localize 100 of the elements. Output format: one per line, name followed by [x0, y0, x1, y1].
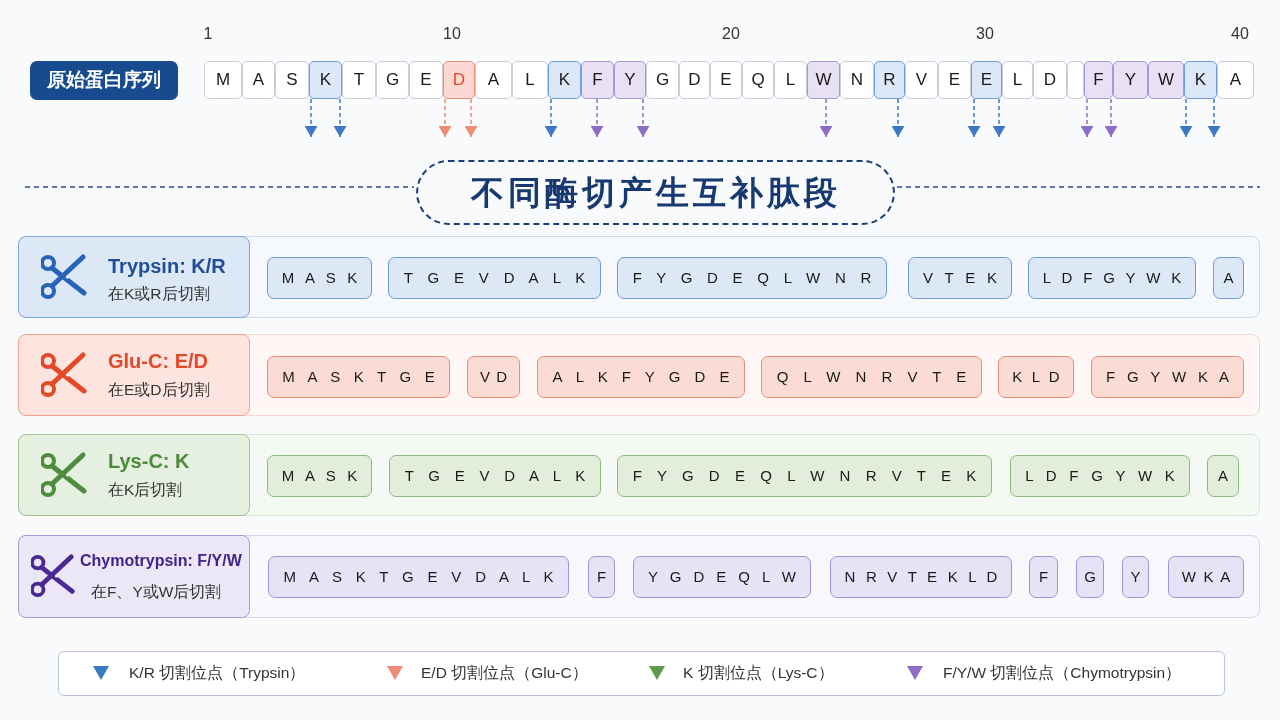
cleavage-site-arrow	[438, 98, 452, 138]
residue-cell	[774, 61, 807, 99]
cleavage-site-arrow	[304, 98, 318, 138]
residue-cell	[512, 61, 548, 99]
cleavage-rule: 在E或D后切割	[108, 381, 210, 400]
peptide-sequence: A	[1217, 467, 1229, 485]
peptide-fragment	[1091, 356, 1244, 398]
peptide-sequence: T G E V D A L K	[403, 467, 591, 485]
position-number: 1	[203, 24, 213, 44]
position-number: 10	[443, 24, 461, 44]
cleavage-site-arrow	[1179, 98, 1193, 138]
peptide-sequence: V T E K	[921, 269, 1001, 287]
residue-cell	[710, 61, 742, 99]
residue-letter: N	[850, 69, 864, 91]
residue-letter: Y	[624, 69, 636, 91]
peptide-fragment	[268, 556, 569, 598]
sequence-label-tag	[30, 61, 178, 100]
legend-text: E/D 切割位点（Glu-C）	[421, 664, 588, 683]
residue-letter: K	[1194, 69, 1207, 91]
residue-cell	[742, 61, 774, 99]
residue-letter: L	[785, 69, 796, 91]
peptide-sequence: L D F G Y W K	[1041, 269, 1185, 287]
peptide-fragment	[1029, 556, 1058, 598]
highlighted-residue-cell	[1148, 61, 1184, 99]
residue-cell	[475, 61, 512, 99]
cleavage-rule: 在K或R后切割	[108, 285, 210, 304]
enzyme-name: Lys-C: K	[108, 449, 190, 473]
residue-letter: G	[385, 69, 400, 91]
enzyme-row-panel	[18, 434, 1260, 516]
highlighted-residue-cell	[581, 61, 614, 99]
peptide-fragment	[761, 356, 982, 398]
peptide-sequence: M A S K T G E V D A L K	[282, 568, 559, 586]
cleavage-site-arrow	[1104, 98, 1118, 138]
residue-cell	[905, 61, 938, 99]
enzyme-card	[18, 334, 250, 416]
peptide-sequence: F	[1037, 568, 1050, 586]
cleavage-site-arrow	[1207, 98, 1221, 138]
peptide-fragment	[389, 455, 601, 497]
cleavage-rule: 在K后切割	[108, 481, 183, 500]
residue-letter: A	[487, 69, 500, 91]
legend-text: F/Y/W 切割位点（Chymotrypsin）	[943, 664, 1182, 683]
peptide-sequence: N R V T E K L D	[843, 568, 1001, 586]
peptide-fragment	[537, 356, 745, 398]
peptide-sequence: W K A	[1180, 568, 1232, 586]
peptide-fragment	[467, 356, 520, 398]
peptide-fragment	[617, 257, 887, 299]
title-text: 不同酶切产生互补肽段	[470, 172, 841, 213]
peptide-sequence: Q L W N R V T E	[775, 368, 972, 386]
peptide-fragment	[1028, 257, 1196, 299]
residue-letter: D	[1043, 69, 1057, 91]
residue-cell	[840, 61, 874, 99]
residue-letter: M	[215, 69, 231, 91]
peptide-fragment	[830, 556, 1012, 598]
highlighted-residue-cell	[1084, 61, 1113, 99]
residue-letter: E	[420, 69, 432, 91]
cleavage-site-arrow	[636, 98, 650, 138]
peptide-sequence: A L K F Y G D E	[551, 368, 735, 386]
cleavage-site-arrow	[992, 98, 1006, 138]
enzyme-card	[18, 535, 250, 618]
enzyme-card	[18, 236, 250, 318]
peptide-fragment	[617, 455, 992, 497]
position-number: 30	[976, 24, 994, 44]
residue-letter: T	[353, 69, 365, 91]
peptide-fragment	[908, 257, 1012, 299]
cleavage-site-arrow	[544, 98, 558, 138]
legend-text: K 切割位点（Lys-C）	[683, 664, 834, 683]
residue-letter: E	[948, 69, 961, 91]
peptide-sequence: M A S K	[280, 269, 361, 287]
enzyme-name: Chymotrypsin: F/Y/W	[80, 551, 242, 571]
residue-letter: Y	[1124, 69, 1137, 91]
peptide-fragment	[1076, 556, 1104, 598]
cleavage-rule: 在F、Y或W后切割	[91, 583, 222, 602]
residue-cell	[938, 61, 971, 99]
peptide-sequence: F Y G D E Q L W N R V T E K	[631, 467, 982, 485]
highlighted-residue-cell	[443, 61, 475, 99]
residue-letter: F	[1093, 69, 1104, 91]
cleavage-site-arrow	[819, 98, 833, 138]
residue-letter: G	[655, 69, 670, 91]
enzyme-row-panel	[18, 236, 1260, 318]
peptide-sequence: L D F G Y W K	[1024, 467, 1180, 485]
peptide-fragment	[588, 556, 615, 598]
residue-cell	[342, 61, 376, 99]
highlighted-residue-cell	[971, 61, 1002, 99]
peptide-fragment	[998, 356, 1074, 398]
residue-letter: E	[720, 69, 732, 91]
residue-cell	[242, 61, 275, 99]
residue-letter: W	[1157, 69, 1174, 91]
peptide-sequence: M A S K T G E	[281, 368, 440, 386]
peptide-fragment	[1168, 556, 1244, 598]
peptide-sequence: F Y G D E Q L W N R	[631, 269, 877, 287]
highlighted-residue-cell	[874, 61, 905, 99]
residue-cell	[679, 61, 710, 99]
residue-cell	[376, 61, 409, 99]
enzyme-row-panel	[18, 334, 1260, 416]
position-number: 20	[722, 24, 740, 44]
cleavage-site-arrow	[590, 98, 604, 138]
residue-letter: A	[1229, 69, 1242, 91]
residue-letter: Q	[751, 69, 765, 91]
residue-letter: K	[558, 69, 571, 91]
peptide-fragment	[267, 257, 372, 299]
